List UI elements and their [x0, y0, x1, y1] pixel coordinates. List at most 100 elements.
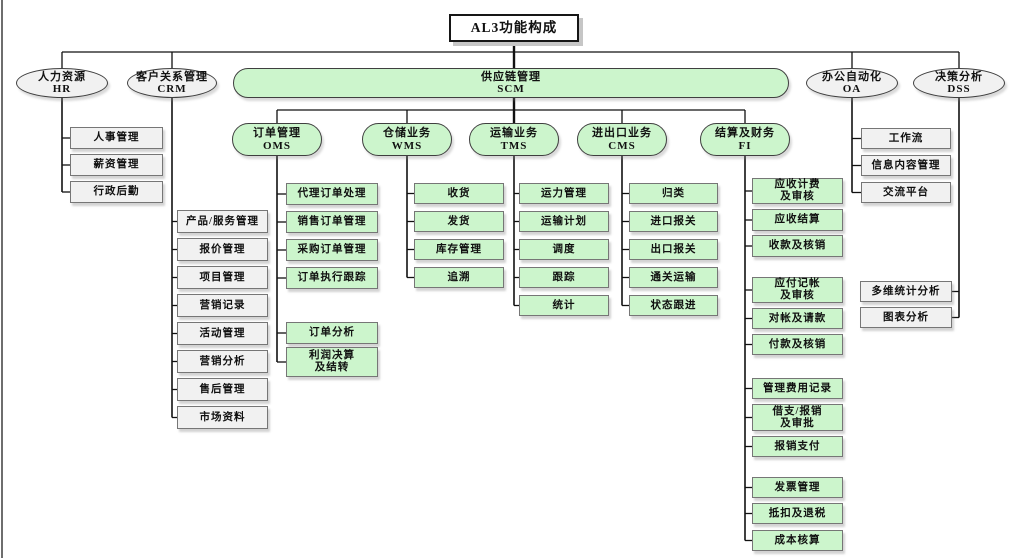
node-label: 进出口业务 — [592, 127, 652, 140]
node-cms-child-1: 进口报关 — [629, 211, 718, 232]
node-label: 出口报关 — [650, 243, 697, 255]
node-label: FI — [738, 139, 752, 152]
node-label: 多维统计分析 — [871, 285, 941, 297]
node-label: 运力管理 — [541, 187, 587, 199]
node-oa-child-0: 工作流 — [861, 128, 951, 149]
node-label: 供应链管理 — [481, 70, 541, 83]
node-label: SCM — [497, 83, 525, 95]
node-label: 收货 — [447, 187, 471, 199]
node-fi-child-8: 报销支付 — [752, 436, 843, 457]
node-label: 项目管理 — [199, 271, 246, 283]
node-fi-child-4: 对帐及请款 — [752, 308, 843, 329]
node-cms-child-0: 归类 — [629, 183, 718, 204]
node-label: 活动管理 — [199, 327, 246, 339]
node-label: 报价管理 — [199, 243, 246, 255]
node-label: 通关运输 — [650, 271, 697, 283]
node-label: 收款及核销 — [768, 240, 827, 252]
node-oms-child-3: 订单执行跟踪 — [286, 267, 378, 289]
node-oms-child-5: 利润决算及结转 — [286, 347, 378, 377]
node-label: 管理费用记录 — [763, 382, 832, 394]
node-label: 营销记录 — [199, 299, 246, 311]
node-label: 运输业务 — [490, 127, 538, 140]
node-label: 运输计划 — [541, 215, 587, 227]
node-wms-child-0: 收货 — [414, 183, 504, 204]
node-label: 应收计费 — [774, 179, 821, 191]
node-crm-child-6: 售后管理 — [177, 378, 268, 401]
node-fi-child-11: 成本核算 — [752, 530, 843, 551]
node-label: 报销支付 — [774, 440, 821, 452]
node-label: 库存管理 — [436, 243, 482, 255]
node-label: 及审核 — [780, 290, 815, 301]
node-oms-child-1: 销售订单管理 — [286, 211, 378, 233]
node-label: 及审批 — [780, 417, 815, 429]
node-crm-child-4: 活动管理 — [177, 322, 268, 345]
node-crm-child-7: 市场资料 — [177, 406, 268, 429]
diagram-title: AL3功能构成 — [449, 14, 579, 42]
node-label: DSS — [947, 83, 971, 95]
node-label: 发货 — [447, 215, 471, 227]
node-cms-child-3: 通关运输 — [629, 267, 718, 288]
node-label: 应收结算 — [774, 214, 821, 226]
node-label: 交流平台 — [883, 186, 929, 198]
node-hr-child-0: 人事管理 — [70, 127, 163, 149]
node-label: 薪资管理 — [93, 159, 140, 171]
node-hr-child-2: 行政后勤 — [70, 181, 163, 203]
node-label: 售后管理 — [199, 383, 246, 395]
node-tms-child-3: 跟踪 — [519, 267, 609, 288]
node-wms-child-2: 库存管理 — [414, 239, 504, 260]
node-cms-child-4: 状态跟进 — [629, 295, 718, 316]
node-fi-child-9: 发票管理 — [752, 477, 843, 498]
node-fi-child-5: 付款及核销 — [752, 334, 843, 355]
node-crm-child-0: 产品/服务管理 — [177, 210, 268, 233]
node-crm-child-5: 营销分析 — [177, 350, 268, 373]
node-label: 状态跟进 — [650, 299, 697, 311]
node-label: 借支/报销 — [772, 405, 823, 417]
node-label: HR — [52, 83, 72, 95]
node-wms-child-3: 追溯 — [414, 267, 504, 288]
node-label: 客户关系管理 — [136, 70, 208, 83]
node-label: 及审核 — [780, 191, 815, 202]
node-label: 产品/服务管理 — [186, 215, 259, 227]
node-label: 销售订单管理 — [297, 216, 367, 228]
node-crm-child-3: 营销记录 — [177, 294, 268, 317]
node-label: 采购订单管理 — [297, 244, 367, 256]
node-tms-child-1: 运输计划 — [519, 211, 609, 232]
node-label: OMS — [262, 139, 292, 152]
node-crm-child-2: 项目管理 — [177, 266, 268, 289]
node-label: 人力资源 — [38, 70, 86, 83]
node-label: 订单分析 — [309, 327, 355, 339]
node-label: 对帐及请款 — [768, 312, 827, 324]
node-label: OA — [842, 83, 862, 95]
node-wms-child-1: 发货 — [414, 211, 504, 232]
node-tms-child-2: 调度 — [519, 239, 609, 260]
node-label: 代理订单处理 — [297, 188, 367, 200]
node-fi-child-2: 收款及核销 — [752, 235, 843, 257]
node-fi-child-6: 管理费用记录 — [752, 378, 843, 399]
node-tms-child-0: 运力管理 — [519, 183, 609, 204]
node-label: 行政后勤 — [93, 186, 140, 198]
node-dss-child-0: 多维统计分析 — [860, 281, 952, 302]
node-label: 营销分析 — [199, 355, 246, 367]
node-tms-child-4: 统计 — [519, 295, 609, 316]
node-label: 图表分析 — [883, 311, 929, 323]
node-label: 利润决算 — [309, 350, 355, 362]
node-label: 订单执行跟踪 — [297, 272, 367, 284]
node-label: 成本核算 — [774, 534, 821, 546]
page-edge-line — [1, 0, 3, 558]
node-label: TMS — [500, 139, 528, 152]
node-label: 抵扣及退税 — [768, 507, 827, 519]
node-label: 结算及财务 — [715, 127, 775, 140]
node-oa-child-1: 信息内容管理 — [861, 155, 951, 176]
node-label: 付款及核销 — [768, 338, 827, 350]
node-label: WMS — [391, 139, 423, 152]
